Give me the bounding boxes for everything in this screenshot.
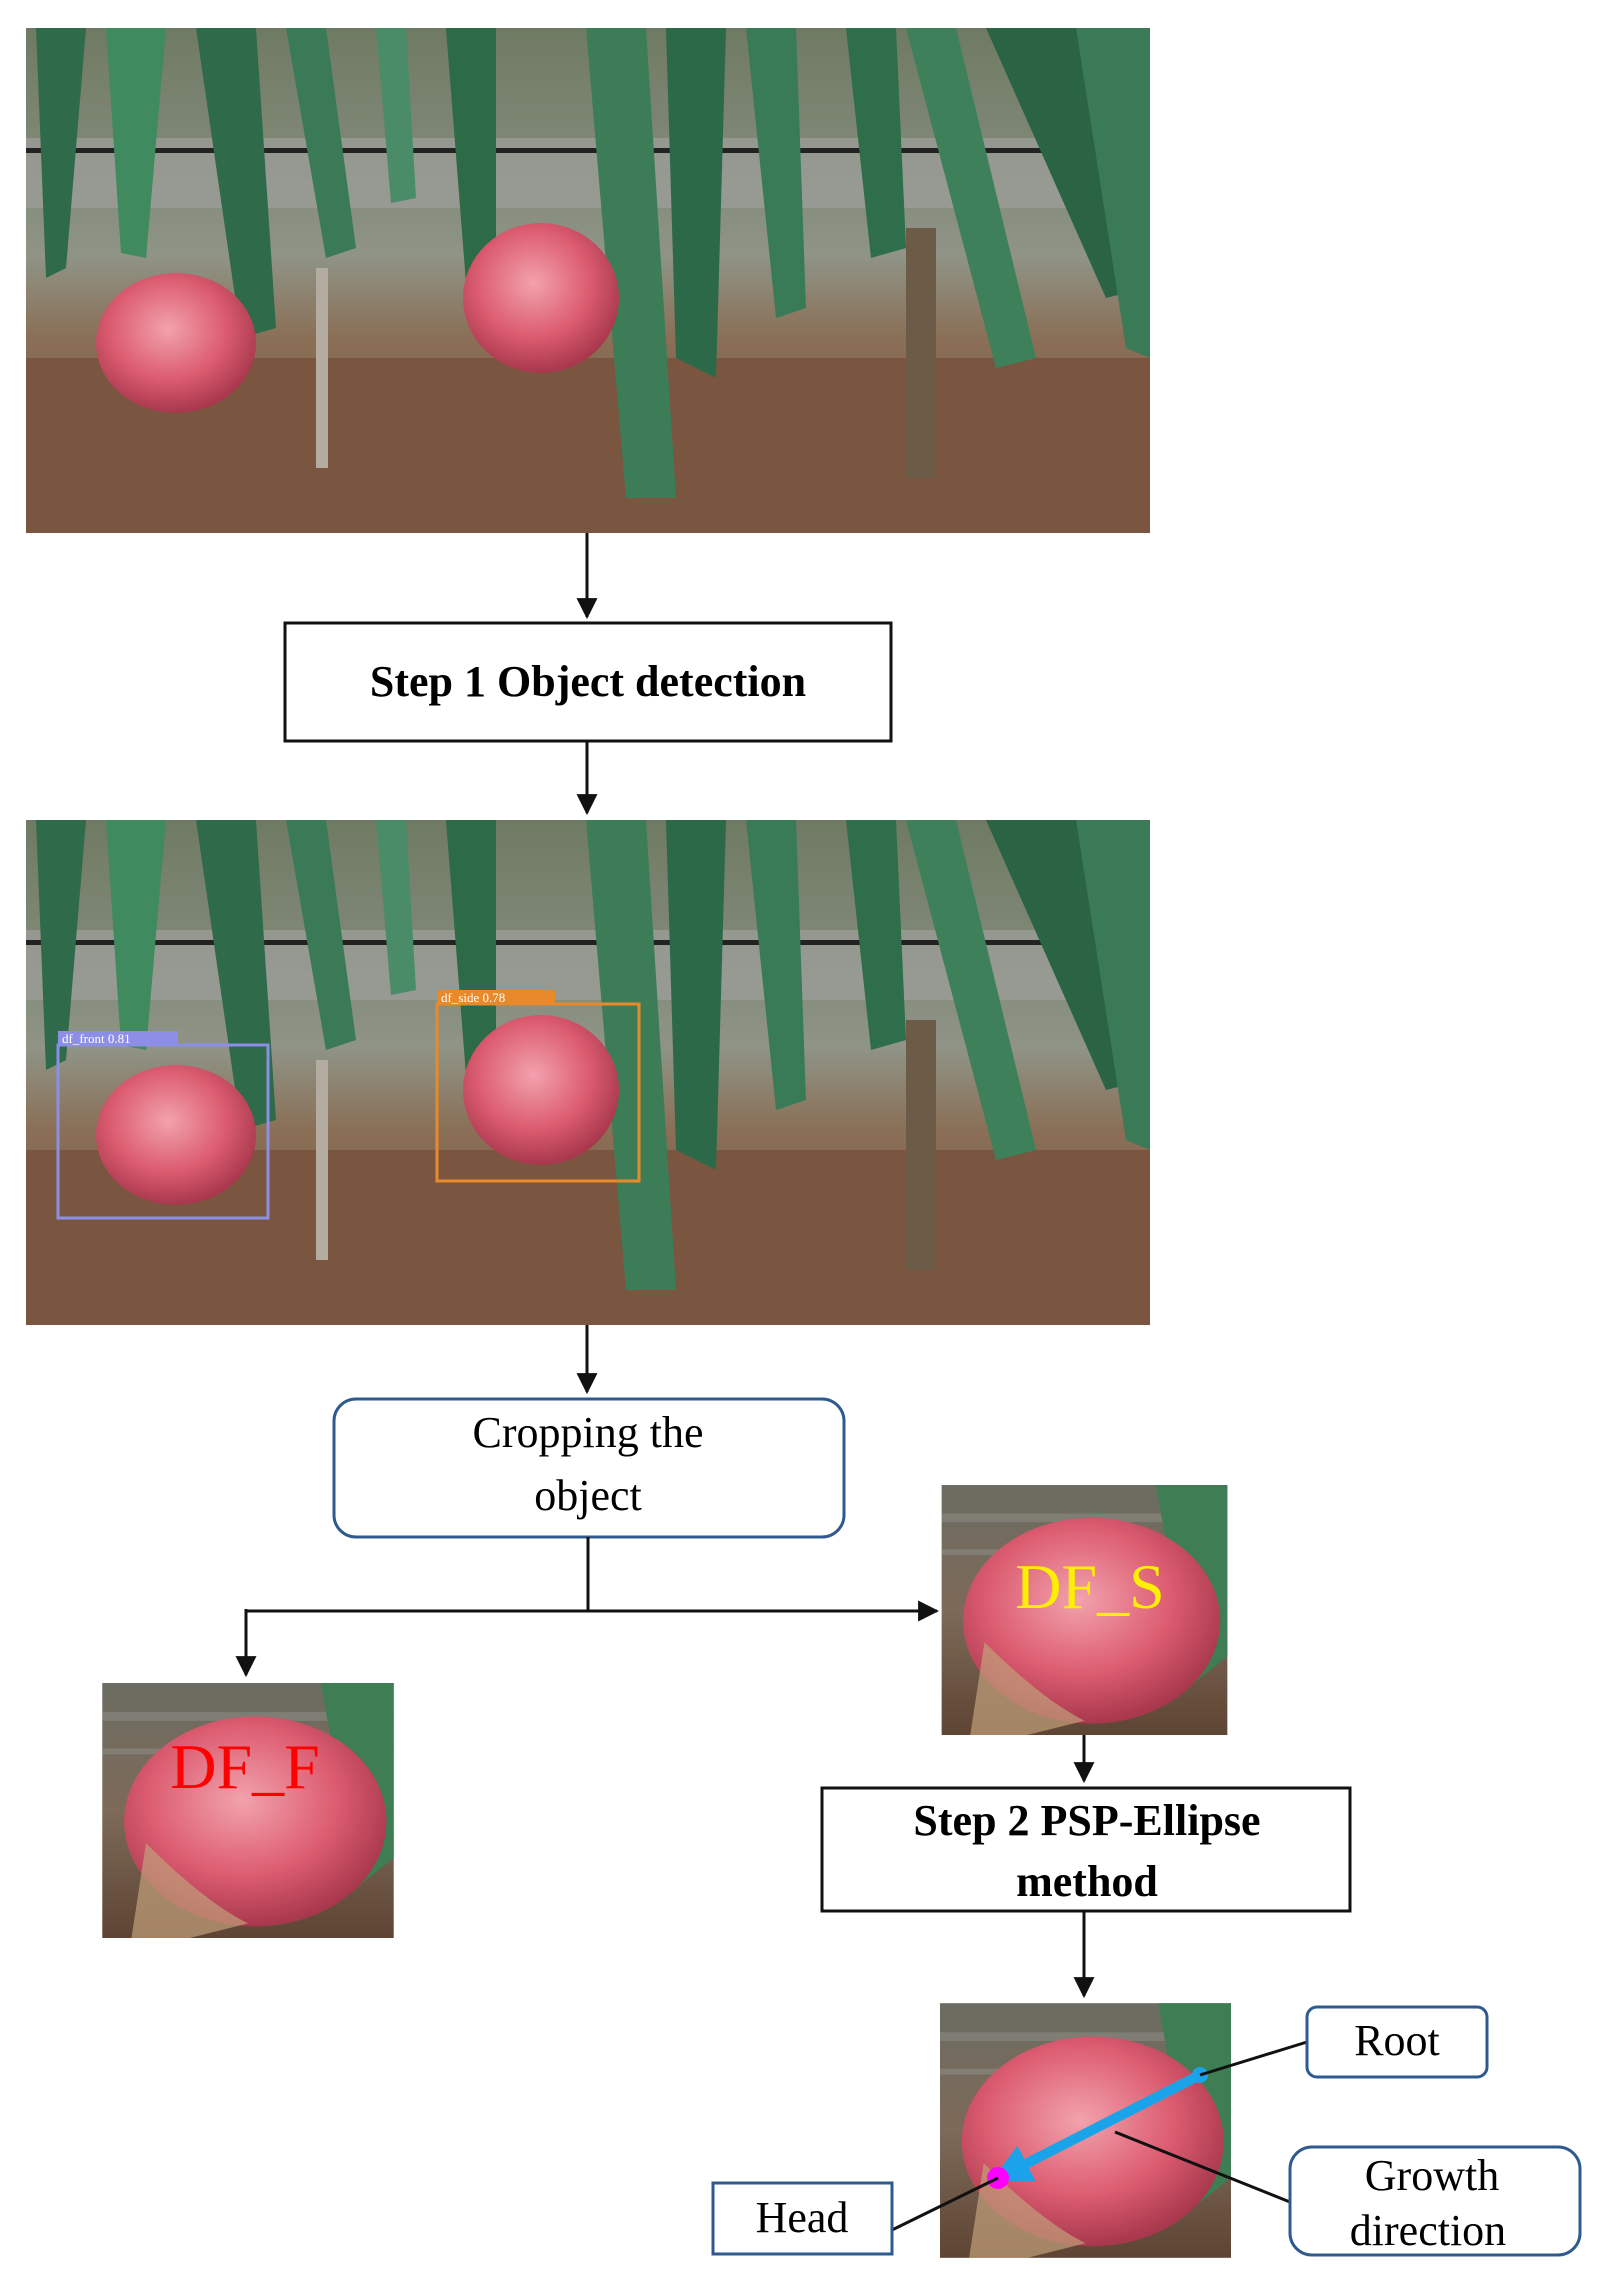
callout-leaders [891,2040,1308,2232]
side-detection-label: df_side 0.78 [441,990,505,1005]
orchard-photo-detection: df_front 0.81 df_side 0.78 [26,820,1150,1325]
growth-direction-vector [990,2070,1203,2183]
growth-direction-callout: Growth direction [1288,2145,1582,2257]
front-detection-label: df_front 0.81 [62,1031,131,1046]
step1-label: Step 1 Object detection [370,657,806,706]
growth-label-line1: Growth [1365,2151,1499,2200]
root-callout: Root [1305,2005,1489,2079]
step2-label-line1: Step 2 PSP-Ellipse [913,1796,1260,1845]
head-callout: Head [711,2181,894,2256]
growth-label-line2: direction [1350,2206,1506,2255]
branch-connector [235,1537,940,1678]
front-crop-image: DF_F [102,1683,394,1938]
step2-box: Step 2 PSP-Ellipse method [820,1786,1352,1913]
result-crop-image [940,2003,1231,2258]
cropping-label-line2: object [534,1471,642,1520]
front-crop-label: DF_F [170,1731,319,1802]
root-label: Root [1354,2016,1440,2065]
orchard-photo-original [26,28,1150,533]
step2-label-line2: method [1016,1857,1158,1906]
cropping-label-line1: Cropping the [473,1408,704,1457]
cropping-box: Cropping the object [332,1397,846,1539]
side-crop-label: DF_S [1015,1551,1164,1622]
step1-box: Step 1 Object detection [283,621,893,743]
head-label: Head [756,2193,849,2242]
side-crop-image: DF_S [941,1485,1228,1735]
